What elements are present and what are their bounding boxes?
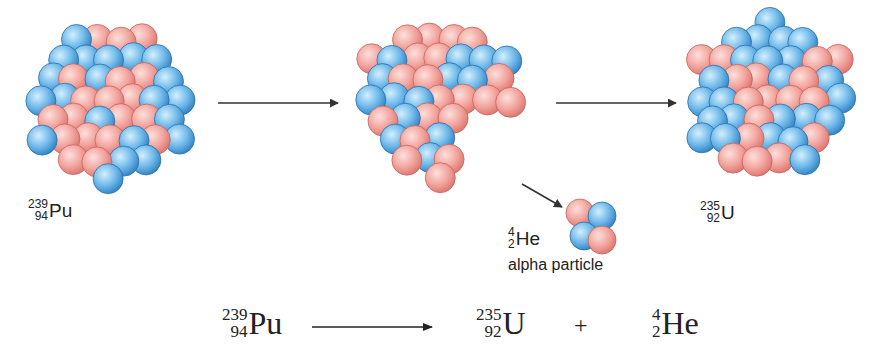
isotope-symbol: 42He <box>508 226 540 250</box>
neutron-ball <box>93 164 123 194</box>
nucleus <box>687 7 856 176</box>
reaction-arrow <box>556 102 676 104</box>
mass-number: 239 <box>28 198 48 210</box>
atomic-number: 94 <box>35 210 48 222</box>
plus-sign: + <box>574 312 588 339</box>
element-symbol: U <box>503 307 526 339</box>
neutron-ball <box>27 125 57 155</box>
nucleon-numbers: 23994 <box>28 198 48 222</box>
element-symbol: Pu <box>249 307 283 339</box>
caption-label: alpha particle <box>508 256 603 274</box>
atomic-number: 2 <box>652 323 661 340</box>
atomic-number: 2 <box>508 238 515 250</box>
isotope-symbol: 23592U <box>476 306 526 340</box>
neutron-ball <box>790 145 820 175</box>
reaction-arrow <box>218 102 338 104</box>
atomic-number: 94 <box>231 323 248 340</box>
isotope-symbol: 23592U <box>700 200 735 224</box>
atomic-number: 92 <box>485 323 502 340</box>
proton-ball <box>742 146 772 176</box>
nucleon-numbers: 42 <box>508 226 515 250</box>
proton-ball <box>496 87 526 117</box>
element-symbol: He <box>516 229 540 248</box>
mass-number: 4 <box>508 226 515 238</box>
element-symbol: Pu <box>49 201 72 220</box>
nucleon-numbers: 42 <box>652 306 661 340</box>
nucleon-numbers: 23592 <box>700 200 720 224</box>
nucleus <box>26 24 195 194</box>
isotope-symbol: 23994Pu <box>222 306 282 340</box>
atomic-number: 92 <box>707 212 720 224</box>
nucleon-numbers: 23994 <box>222 306 248 340</box>
isotope-symbol: 42He <box>652 306 699 340</box>
nucleon-numbers: 23592 <box>476 306 502 340</box>
alpha-particle <box>566 199 616 254</box>
proton-ball <box>392 145 422 175</box>
nucleus <box>356 23 526 193</box>
emission-arrow <box>522 184 562 207</box>
mass-number: 235 <box>700 200 720 212</box>
isotope-symbol: 23994Pu <box>28 198 72 222</box>
mass-number: 235 <box>476 306 502 323</box>
proton-ball <box>425 163 455 193</box>
mass-number: 4 <box>652 306 661 323</box>
mass-number: 239 <box>222 306 248 323</box>
element-symbol: U <box>721 203 735 222</box>
element-symbol: He <box>662 307 699 339</box>
nuclei <box>26 7 856 254</box>
proton-ball <box>588 226 616 254</box>
equation-arrow <box>312 326 432 327</box>
